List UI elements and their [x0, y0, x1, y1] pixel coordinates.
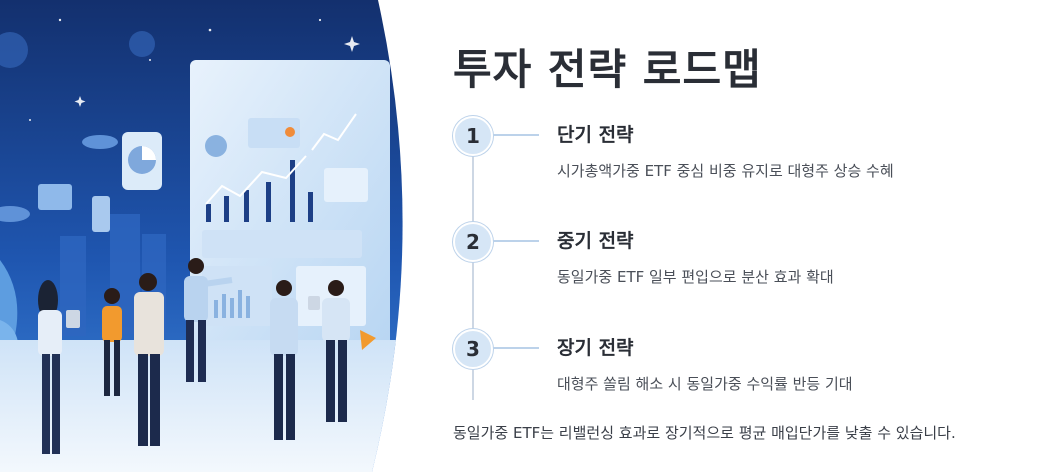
step-connector — [493, 134, 539, 136]
step-description: 대형주 쏠림 해소 시 동일가중 수익률 반등 기대 — [557, 375, 853, 393]
step-number-badge: 1 — [453, 116, 493, 156]
person-with-tablet — [38, 280, 80, 454]
roadmap-content: 투자 전략 로드맵 1 단기 전략 시가총액가중 ETF 중심 비중 유지로 대… — [453, 0, 1053, 472]
step-number-badge: 2 — [453, 222, 493, 262]
cloud — [82, 135, 118, 149]
person-far-right — [308, 280, 350, 422]
cloud — [0, 206, 30, 222]
page-title: 투자 전략 로드맵 — [453, 45, 762, 94]
pie-slice — [142, 146, 156, 160]
bubble — [0, 32, 28, 68]
step-description: 동일가중 ETF 일부 편입으로 분산 효과 확대 — [557, 268, 834, 286]
step-description: 시가총액가중 ETF 중심 비중 유지로 대형주 상승 수혜 — [557, 162, 894, 180]
person-center — [134, 273, 164, 446]
step-1: 1 단기 전략 시가총액가중 ETF 중심 비중 유지로 대형주 상승 수혜 — [453, 116, 1053, 196]
person-pointing — [184, 258, 233, 382]
floating-card — [38, 184, 72, 210]
timeline-line — [472, 134, 474, 400]
step-number-badge: 3 — [453, 329, 493, 369]
footer-note: 동일가중 ETF는 리밸런싱 효과로 장기적으로 평균 매입단가를 낮출 수 있… — [453, 424, 956, 442]
hero-illustration-svg — [0, 0, 403, 472]
step-title: 단기 전략 — [557, 124, 634, 146]
bubble — [129, 31, 155, 57]
person-orange-jacket — [102, 288, 122, 396]
step-title: 중기 전략 — [557, 230, 634, 252]
decorative-shape — [360, 330, 376, 350]
step-2: 2 중기 전략 동일가중 ETF 일부 편입으로 분산 효과 확대 — [453, 222, 1053, 302]
hero-illustration — [0, 0, 430, 472]
person-right-tablet — [270, 280, 298, 440]
step-connector — [493, 347, 539, 349]
stars — [29, 18, 360, 121]
step-connector — [493, 240, 539, 242]
step-3: 3 장기 전략 대형주 쏠림 해소 시 동일가중 수익률 반등 기대 — [453, 329, 1053, 409]
step-title: 장기 전략 — [557, 337, 634, 359]
floating-card — [92, 196, 110, 232]
floor — [0, 340, 403, 472]
